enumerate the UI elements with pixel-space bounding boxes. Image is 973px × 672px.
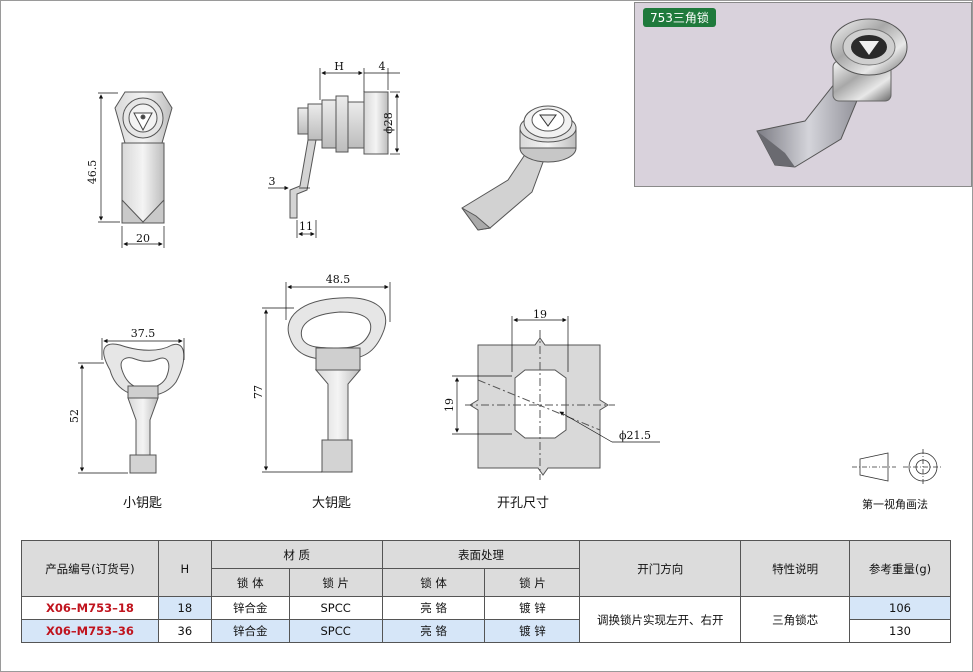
dim-cutout-w: 19 [533,308,547,321]
th-lock-plate: 锁 片 [288,568,383,597]
th-weight: 参考重量(g) [849,540,951,597]
th-finish-plate: 锁 片 [484,568,581,597]
front-view-dimensions [98,92,165,248]
dim-side-h: H [334,60,344,73]
cell-part-no: X06–M753–18 [21,596,159,620]
caption-large-key: 大钥匙 [312,496,352,511]
th-open-dir: 开门方向 [579,540,742,597]
cell-part-no: X06–M753–36 [21,619,159,643]
cell-mat-plate: SPCC [288,619,383,643]
cell-fin-plate: 镀 锌 [484,596,581,620]
dim-side-4: 4 [379,60,386,73]
cell-mat-plate: SPCC [288,596,383,620]
cell-h: 18 [157,596,212,620]
dim-side-3: 3 [269,175,276,188]
cell-h: 36 [157,619,212,643]
large-key-dimensions [262,282,391,473]
th-h: H [157,540,212,597]
th-finish: 表面处理 [381,540,581,569]
cam-lock-photo [756,18,908,168]
dim-cutout-dia: ϕ21.5 [619,429,651,442]
cutout-drawing [465,330,615,480]
dim-side-11: 11 [299,220,313,233]
cell-weight: 130 [849,619,951,643]
cell-weight: 106 [849,596,951,620]
caption-cutout: 开孔尺寸 [497,496,550,511]
small-key-dimensions [78,338,185,474]
cell-open-dir: 调换锁片实现左开、右开 [579,596,742,643]
dim-large-key-width: 48.5 [326,273,351,286]
caption-projection: 第一视角画法 [862,498,928,511]
photo-badge: 753三角锁 [643,8,716,27]
spec-table: 产品编号(订货号) H 材 质 表面处理 开门方向 特性说明 参考重量(g) 锁… [21,540,951,643]
dim-small-key-height: 52 [68,409,81,423]
cell-feature: 三角锁芯 [740,596,851,643]
cell-fin-body: 亮 铬 [381,619,486,643]
cell-fin-body: 亮 铬 [381,596,486,620]
dim-small-key-width: 37.5 [131,327,156,340]
th-finish-body: 锁 体 [381,568,486,597]
th-lock-body: 锁 体 [210,568,290,597]
product-photo: 753三角锁 [634,2,972,187]
dim-cutout-h: 19 [443,398,456,412]
small-key-drawing [103,343,185,474]
cell-fin-plate: 镀 锌 [484,619,581,643]
projection-symbol-icon [852,449,943,485]
cutout-dimensions [452,316,660,443]
caption-small-key: 小钥匙 [123,496,163,511]
th-feature: 特性说明 [740,540,851,597]
cell-mat-body: 锌合金 [210,596,290,620]
side-view-dimensions [268,68,400,238]
table-row: X06–M753–36 36 锌合金 SPCC 亮 铬 镀 锌 130 [21,619,951,643]
table-row: X06–M753–18 18 锌合金 SPCC 亮 铬 镀 锌 调换锁片实现左开… [21,596,951,643]
th-material: 材 质 [210,540,383,569]
dim-side-dia: ϕ28 [382,112,395,134]
dim-lock-width: 20 [136,232,150,245]
technical-drawing: 46.5 20 H 4 ϕ28 3 11 [68,60,943,485]
th-part-no: 产品编号(订货号) [21,540,159,597]
front-view-lock [114,91,173,224]
side-view-lock [289,91,389,219]
cell-mat-body: 锌合金 [210,619,290,643]
isometric-lock [461,105,577,231]
dim-large-key-height: 77 [252,385,265,399]
dim-lock-height: 46.5 [86,160,99,185]
large-key-drawing [287,297,387,473]
